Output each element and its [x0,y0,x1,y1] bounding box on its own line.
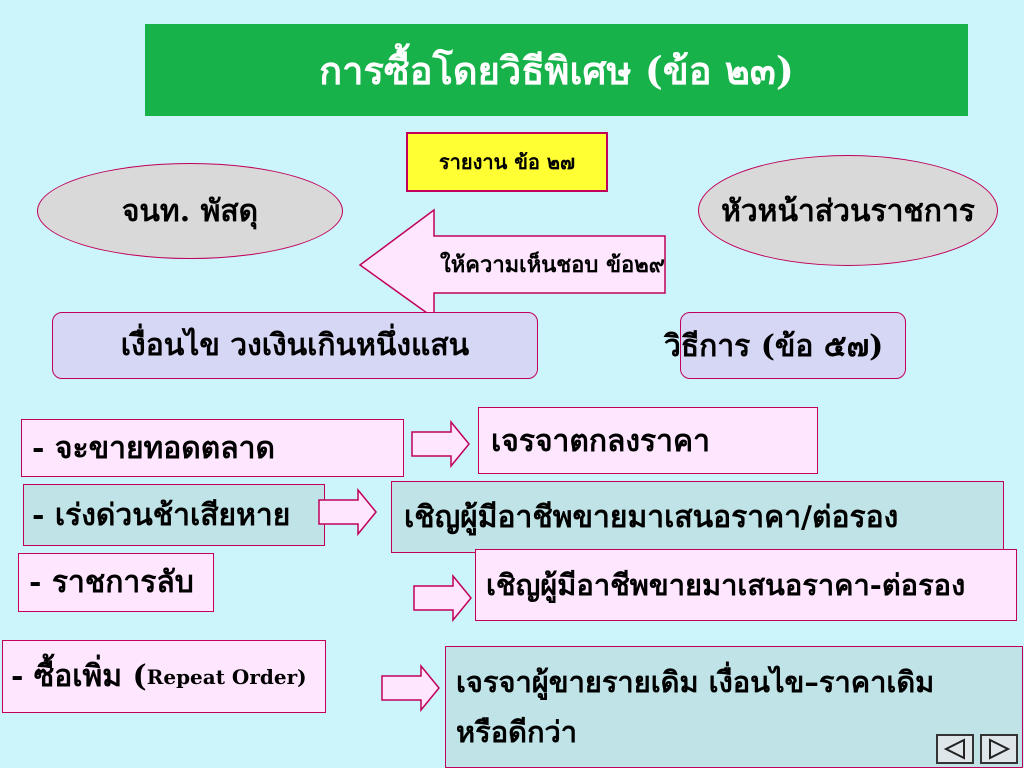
urgent-label: - เร่งด่วนช้าเสียหาย [32,497,291,533]
arrow-right-icon [381,663,440,713]
method-box [680,312,906,379]
repeat-order-box: - ซื้อเพิ่ม (Repeat Order) [2,640,326,713]
approve-label: ให้ความเห็นชอบ ข้อ๒๙ [440,251,665,278]
repeat-order-suffix: Repeat Order) [146,664,307,689]
arrow-right-icon [411,419,470,469]
triangle-left-icon [943,738,965,760]
original-seller-box: เจรจาผู้ขายรายเดิม เงื่อนไข–ราคาเดิม หรื… [445,646,1023,768]
prev-slide-button[interactable] [936,734,974,764]
report-box: รายงาน ข้อ ๒๗ [406,132,608,192]
officer-ellipse: จนท. พัสดุ [37,163,343,259]
arrow-right-icon [318,487,377,537]
method-label: วิธีการ (ข้อ ๕๗) [664,328,884,364]
arrow-right-icon [413,573,472,623]
original-seller-line2: หรือดีกว่า [456,715,578,749]
invite-box: เชิญผู้มีอาชีพขายมาเสนอราคา/ต่อรอง [391,481,1004,553]
next-slide-button[interactable] [980,734,1018,764]
negotiate-label: เจรจาตกลงราคา [491,424,710,459]
negotiate-box: เจรจาตกลงราคา [478,407,818,474]
sell-auction-label: - จะขายทอดตลาด [32,430,275,466]
invite-secret-box: เชิญผู้มีอาชีพขายมาเสนอราคา-ต่อรอง [475,549,1017,621]
head-label: หัวหน้าส่วนราชการ [721,194,975,229]
triangle-right-icon [989,738,1011,760]
secret-label: - ราชการลับ [29,565,194,600]
invite-secret-label: เชิญผู้มีอาชีพขายมาเสนอราคา-ต่อรอง [486,568,966,602]
original-seller-line1: เจรจาผู้ขายรายเดิม เงื่อนไข–ราคาเดิม [456,665,935,699]
sell-auction-box: - จะขายทอดตลาด [21,419,404,477]
head-ellipse: หัวหน้าส่วนราชการ [698,155,998,266]
officer-label: จนท. พัสดุ [121,193,259,229]
invite-label: เชิญผู้มีอาชีพขายมาเสนอราคา/ต่อรอง [404,499,899,535]
slide-title: การซื้อโดยวิธีพิเศษ (ข้อ ๒๓) [145,24,968,116]
repeat-order-prefix: - ซื้อเพิ่ม ( [11,659,147,694]
secret-box: - ราชการลับ [18,553,214,612]
urgent-box: - เร่งด่วนช้าเสียหาย [23,484,325,546]
condition-box: เงื่อนไข วงเงินเกินหนึ่งแสน [52,312,538,379]
condition-label: เงื่อนไข วงเงินเกินหนึ่งแสน [120,328,470,363]
